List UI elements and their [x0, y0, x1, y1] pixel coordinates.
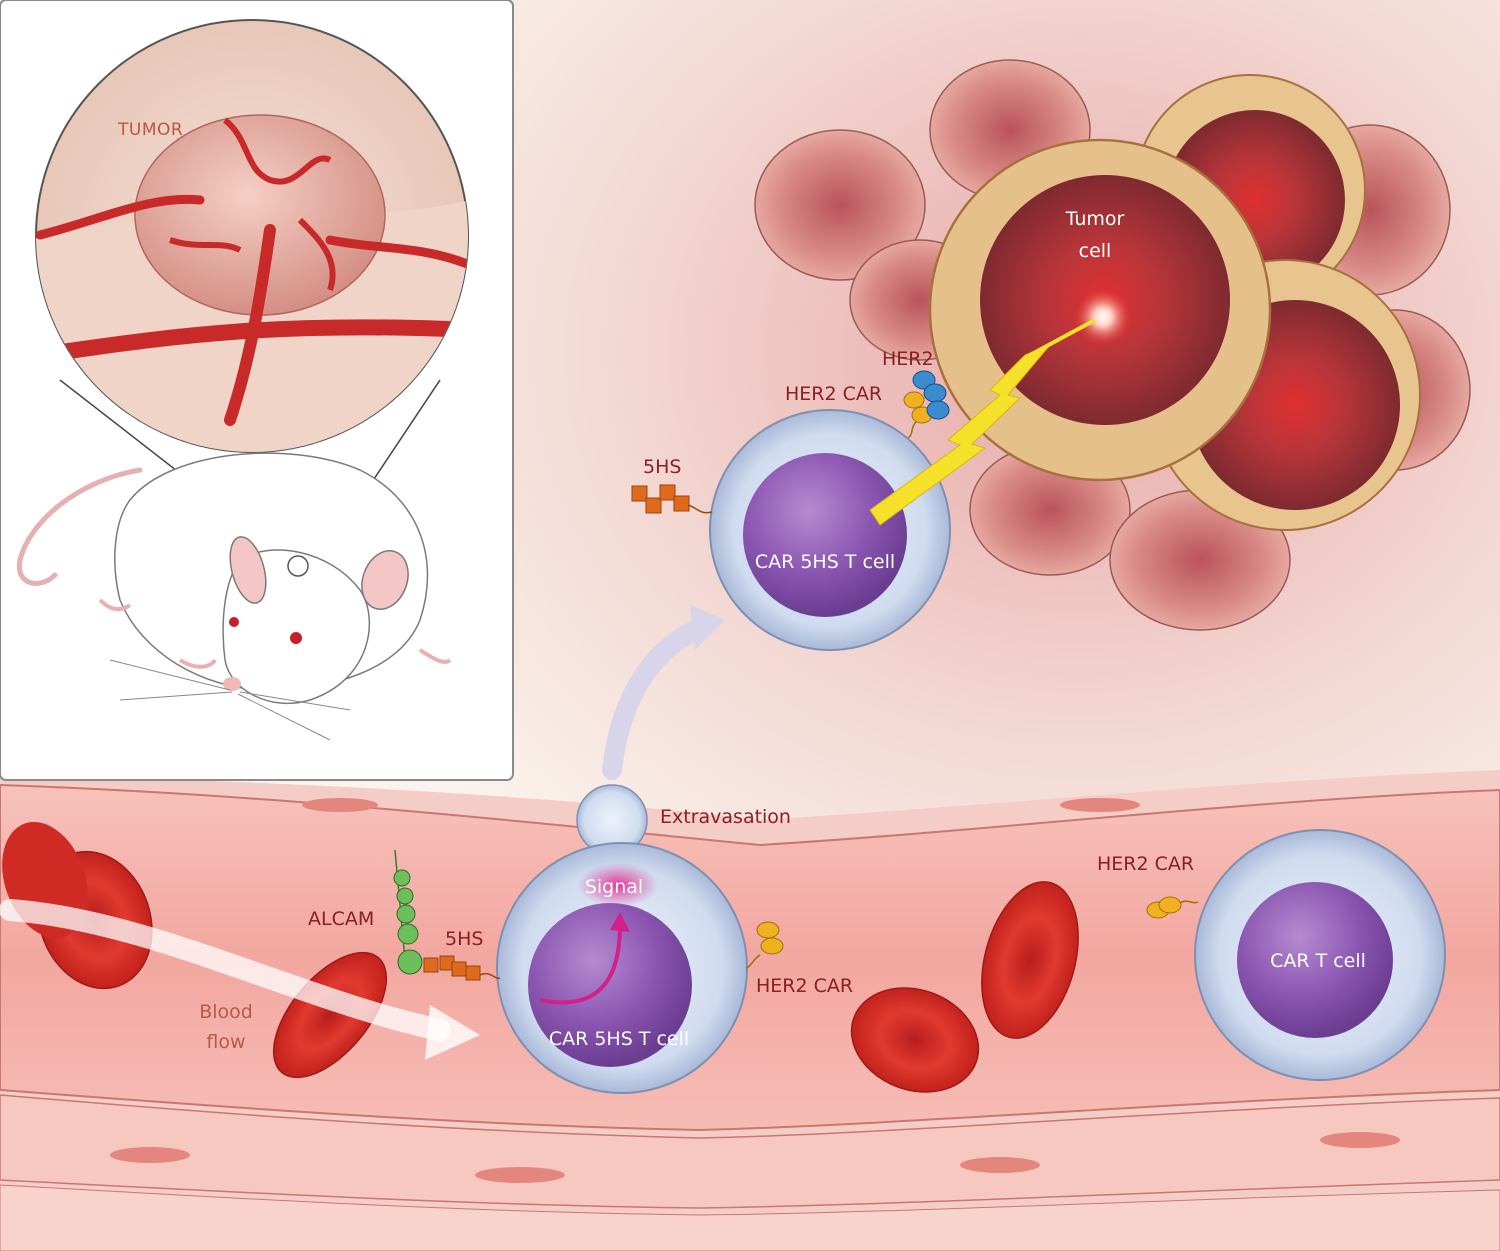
her2-car-label-top: HER2 CAR — [785, 383, 882, 405]
signal-label: Signal — [585, 876, 643, 898]
alcam-molecule — [393, 849, 423, 975]
alcam-label: ALCAM — [308, 908, 374, 930]
blood-flow-label-line2: flow — [206, 1031, 245, 1053]
tumor-cell-label-line2: cell — [1079, 240, 1112, 262]
her2-car-label-middle: HER2 CAR — [756, 975, 853, 997]
blood-flow-arrowhead — [425, 1005, 480, 1060]
cytotoxic-signal-line — [1029, 318, 1096, 357]
her2-car-binding — [903, 370, 950, 439]
five-hs-label-top: 5HS — [643, 456, 681, 478]
tumor-cluster — [754, 59, 1471, 631]
inset-panel: TUMOR — [0, 0, 514, 781]
blood-flow-arrow — [0, 899, 451, 1041]
her2-car-middle — [745, 921, 784, 969]
blood-vessel — [0, 770, 1500, 1251]
five-hs-molecule-top — [631, 484, 713, 514]
tumor-inset-label: TUMOR — [117, 120, 183, 140]
car-5hs-t-cell-top — [709, 409, 951, 651]
car-5hs-t-cell-label-bottom: CAR 5HS T cell — [549, 1028, 689, 1050]
tumor-cell-label-line1: Tumor — [1065, 208, 1125, 230]
blood-flow-label-line1: Blood — [199, 1001, 253, 1023]
tumor-hotspot — [1073, 287, 1133, 347]
extravasation-label: Extravasation — [660, 806, 791, 828]
car-5hs-t-cell-label-top: CAR 5HS T cell — [755, 551, 895, 573]
five-hs-label-bottom: 5HS — [445, 928, 483, 950]
car-t-cell-label: CAR T cell — [1270, 950, 1366, 972]
extravasation-arrow — [602, 618, 710, 780]
extravasation-arrowhead — [690, 605, 725, 650]
her2-car-label-right: HER2 CAR — [1097, 853, 1194, 875]
car-t-cell — [1146, 829, 1446, 1081]
her2-label: HER2 — [882, 348, 934, 370]
five-hs-molecule-bottom — [423, 955, 501, 981]
mouse — [16, 452, 452, 741]
